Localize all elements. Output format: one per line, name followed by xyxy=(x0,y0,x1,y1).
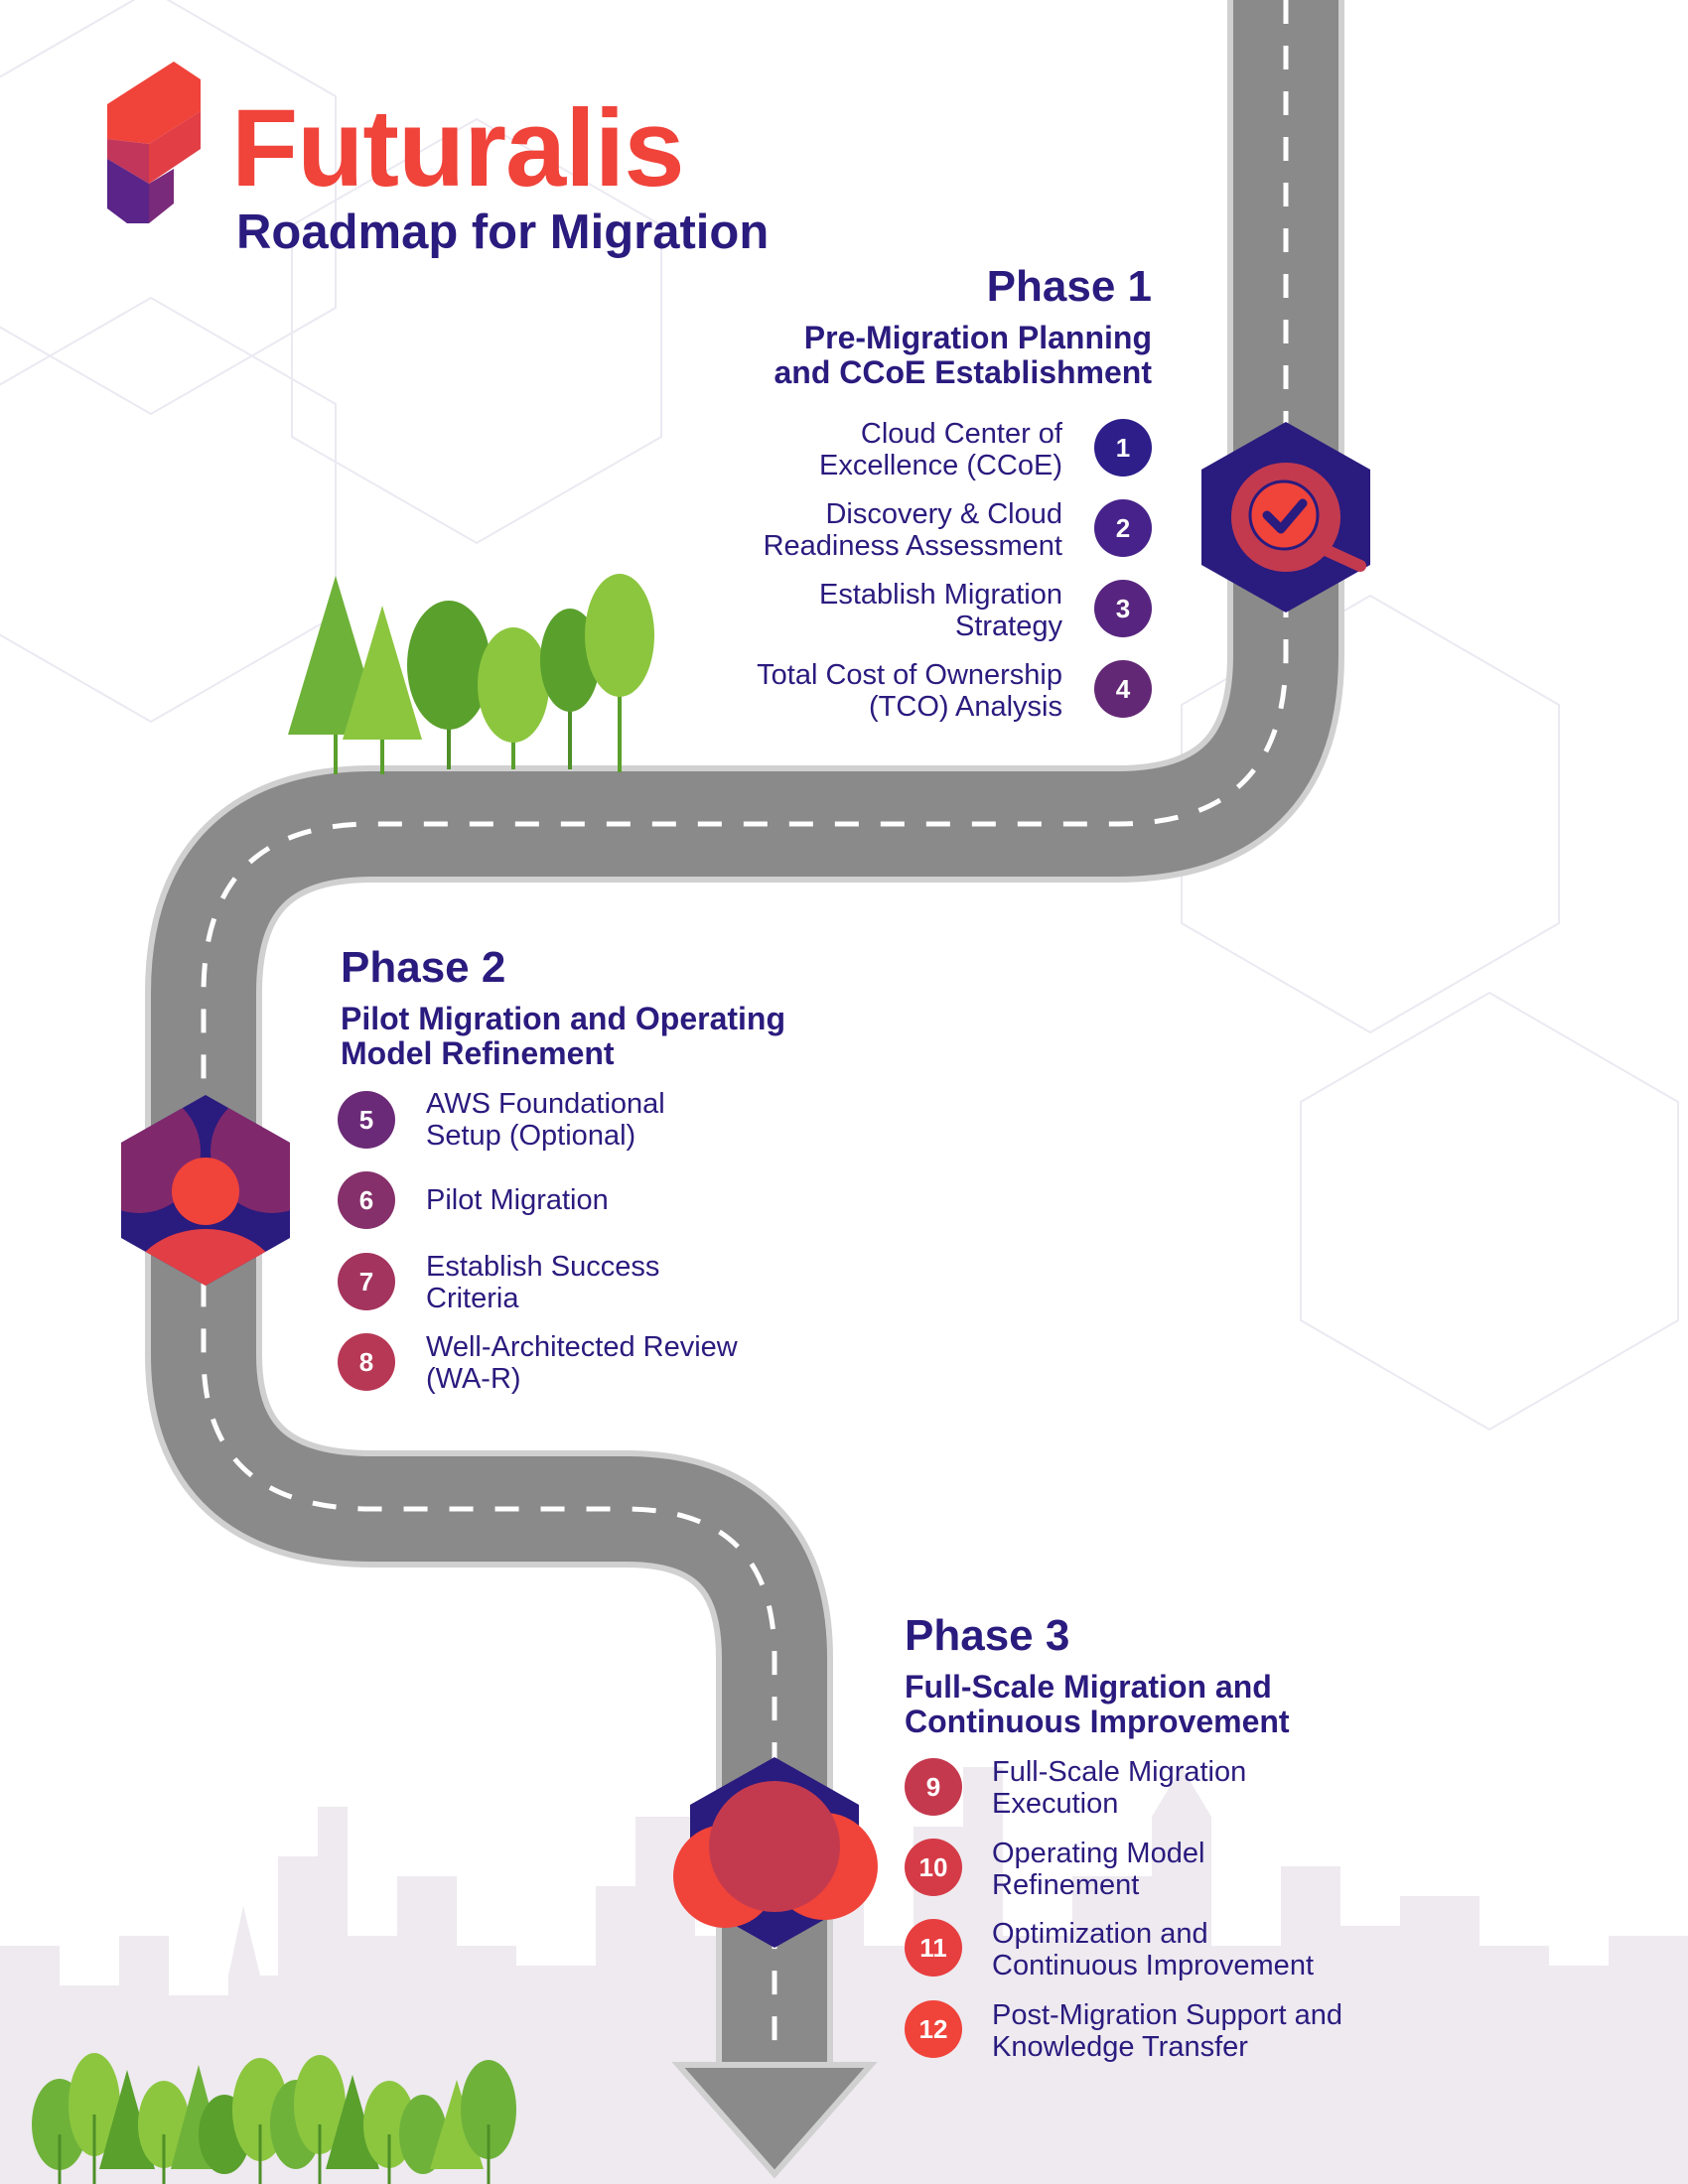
step-label-line: Pilot Migration xyxy=(426,1184,609,1216)
magnifier-check-icon xyxy=(1201,422,1370,613)
road-arrow-head xyxy=(671,2062,878,2179)
phase-subtitle-line: Model Refinement xyxy=(341,1035,615,1071)
step-number-badge: 8 xyxy=(338,1333,395,1391)
step-label: Optimization and Continuous Improvement xyxy=(992,1918,1469,1981)
step-number-badge: 6 xyxy=(338,1171,395,1229)
step-label-line: Total Cost of Ownership xyxy=(757,659,1062,691)
step-label: AWS Foundational Setup (Optional) xyxy=(426,1088,843,1152)
step-label: Cloud Center of Excellence (CCoE) xyxy=(626,418,1062,481)
step-label-line: (TCO) Analysis xyxy=(869,691,1062,723)
step-number-badge: 7 xyxy=(338,1253,395,1310)
phase-subtitle-line: and CCoE Establishment xyxy=(774,354,1153,390)
phase-title: Phase 3 xyxy=(905,1611,1070,1660)
step-label-line: Establish Migration xyxy=(819,579,1062,611)
cloud-icon xyxy=(673,1757,878,1948)
step-label-line: Continuous Improvement xyxy=(992,1950,1314,1981)
step-label-line: AWS Foundational xyxy=(426,1088,665,1120)
step-label-line: Readiness Assessment xyxy=(763,530,1062,562)
step-label: Establish Migration Strategy xyxy=(626,579,1062,642)
page-title: Roadmap for Migration xyxy=(236,205,770,259)
phase-subtitle-line: Pre-Migration Planning xyxy=(803,320,1152,355)
step-number-badge: 5 xyxy=(338,1091,395,1149)
step-label-line: Excellence (CCoE) xyxy=(819,450,1062,481)
background-hexagons xyxy=(0,0,1679,1432)
phase-3-header: Phase 3 Full-Scale Migration and Continu… xyxy=(905,1614,1461,1739)
phase-subtitle: Full-Scale Migration and Continuous Impr… xyxy=(905,1670,1461,1739)
brand-name: Futuralis xyxy=(231,87,684,209)
step-label-line: Strategy xyxy=(955,611,1062,642)
step-label: Establish Success Criteria xyxy=(426,1251,843,1314)
step-label-line: Establish Success xyxy=(426,1251,660,1283)
phase-subtitle: Pre-Migration Planning and CCoE Establis… xyxy=(655,320,1153,390)
step-number-badge: 3 xyxy=(1094,580,1152,637)
step-label-line: Full-Scale Migration xyxy=(992,1756,1247,1788)
step-label-line: Refinement xyxy=(992,1869,1140,1901)
step-label-line: Execution xyxy=(992,1788,1119,1820)
step-label-line: Operating Model xyxy=(992,1838,1205,1869)
step-number-badge: 10 xyxy=(905,1839,962,1896)
phase-2-header: Phase 2 Pilot Migration and Operating Mo… xyxy=(341,946,897,1071)
phase-title: Phase 1 xyxy=(986,262,1152,311)
tree-cluster-bottom xyxy=(32,2053,516,2184)
winding-road xyxy=(145,0,1344,2105)
phase-subtitle-line: Continuous Improvement xyxy=(905,1704,1290,1739)
step-label: Pilot Migration xyxy=(426,1184,843,1216)
step-label-line: Criteria xyxy=(426,1283,519,1314)
step-number-badge: 12 xyxy=(905,2000,962,2058)
futuralis-logo-mark xyxy=(107,62,201,223)
step-number-badge: 1 xyxy=(1094,419,1152,477)
step-number-badge: 11 xyxy=(905,1919,962,1977)
step-label-line: Optimization and xyxy=(992,1918,1208,1950)
step-number-badge: 2 xyxy=(1094,499,1152,557)
step-label-line: Discovery & Cloud xyxy=(825,498,1062,530)
step-label: Operating Model Refinement xyxy=(992,1838,1469,1901)
step-label: Well-Architected Review (WA-R) xyxy=(426,1331,843,1395)
step-number-badge: 9 xyxy=(905,1758,962,1816)
step-number-badge: 4 xyxy=(1094,660,1152,718)
step-label: Total Cost of Ownership (TCO) Analysis xyxy=(626,659,1062,723)
step-label-line: (WA-R) xyxy=(426,1363,521,1395)
city-skyline xyxy=(0,1767,1688,2184)
phase-subtitle-line: Pilot Migration and Operating xyxy=(341,1001,785,1036)
person-icon xyxy=(121,1095,290,1286)
step-label-line: Post-Migration Support and xyxy=(992,1999,1343,2031)
step-label-line: Well-Architected Review xyxy=(426,1331,738,1363)
phase-subtitle-line: Full-Scale Migration and xyxy=(905,1669,1272,1705)
step-label-line: Setup (Optional) xyxy=(426,1120,636,1152)
phase-subtitle: Pilot Migration and Operating Model Refi… xyxy=(341,1002,897,1071)
step-label-line: Cloud Center of xyxy=(860,418,1062,450)
tree-cluster-top xyxy=(288,574,654,774)
step-label: Discovery & Cloud Readiness Assessment xyxy=(626,498,1062,562)
phase-1-header: Phase 1 Pre-Migration Planning and CCoE … xyxy=(655,262,1153,390)
step-label: Full-Scale Migration Execution xyxy=(992,1756,1469,1820)
step-label-line: Knowledge Transfer xyxy=(992,2031,1248,2063)
step-label: Post-Migration Support and Knowledge Tra… xyxy=(992,1999,1469,2063)
phase-title: Phase 2 xyxy=(341,943,506,992)
